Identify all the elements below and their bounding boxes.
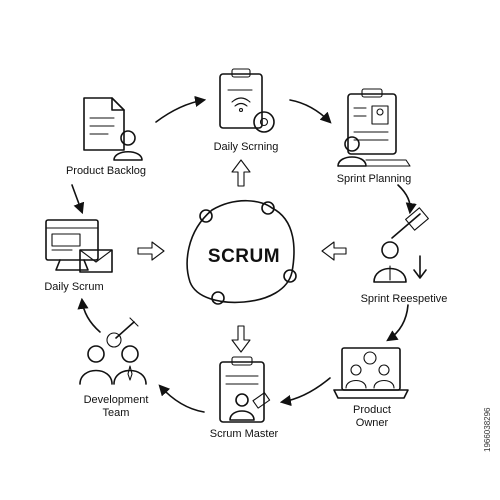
label-scrum-master: Scrum Master (210, 428, 279, 440)
arrow-reespetive-to-product-owner (386, 304, 409, 342)
node-sprint-planning: Sprint Planning (337, 88, 412, 185)
center-title: SCRUM (208, 246, 280, 267)
hollow-arrow-left (321, 241, 347, 261)
clipboard-user-tag-icon (219, 356, 271, 423)
label-development-team-line2: Team (103, 407, 130, 419)
blob-node-top-right (261, 201, 275, 215)
arrow-scrum-master-to-dev-team (158, 384, 205, 413)
presenter-chart-icon (373, 207, 429, 283)
label-sprint-planning: Sprint Planning (337, 173, 412, 185)
scrum-center: SCRUM (186, 199, 297, 305)
node-sprint-reespetive: Sprint Reespetive (361, 207, 448, 305)
node-daily-scrning: Daily Scrning (214, 68, 279, 153)
arrow-dev-team-to-daily-scrum (77, 297, 101, 333)
hollow-arrows (137, 159, 347, 353)
document-user-icon (83, 97, 143, 161)
cycle-arrows (71, 95, 417, 413)
hollow-arrow-up (231, 159, 251, 187)
node-product-backlog: Product Backlog (66, 97, 146, 177)
node-product-owner: Product Owner (333, 347, 409, 429)
center-blob-shape (186, 199, 295, 304)
watermark-id: 1966038296 (483, 407, 492, 452)
label-daily-scrning: Daily Scrning (214, 141, 279, 153)
arrow-daily-scrning-to-sprint-planning (289, 99, 332, 124)
label-product-backlog: Product Backlog (66, 165, 146, 177)
label-daily-scrum: Daily Scrum (44, 281, 103, 293)
arrow-backlog-to-daily-scrning (155, 95, 207, 123)
arrow-product-owner-to-scrum-master (279, 377, 331, 407)
node-scrum-master: Scrum Master (210, 356, 279, 440)
blob-node-right (283, 269, 297, 283)
team-pencil-icon (79, 317, 147, 385)
hollow-arrow-down (231, 325, 251, 353)
label-sprint-reespetive: Sprint Reespetive (361, 293, 448, 305)
node-daily-scrum: Daily Scrum (44, 219, 113, 293)
label-product-owner-line2: Owner (356, 417, 389, 429)
arrow-daily-scrum-to-backlog (71, 184, 85, 215)
node-development-team: Development Team (79, 317, 149, 419)
label-product-owner-line1: Product (353, 404, 391, 416)
arrow-sprint-planning-to-reespetive (397, 184, 417, 215)
clipboard-profile-user-icon (337, 88, 411, 167)
laptop-team-icon (333, 347, 409, 399)
monitor-envelope-icon (45, 219, 113, 273)
label-development-team-line1: Development (84, 394, 149, 406)
blob-node-top-left (199, 209, 213, 223)
clipboard-gear-icon (219, 68, 275, 133)
blob-node-bottom-left (211, 291, 225, 305)
hollow-arrow-right (137, 241, 165, 261)
